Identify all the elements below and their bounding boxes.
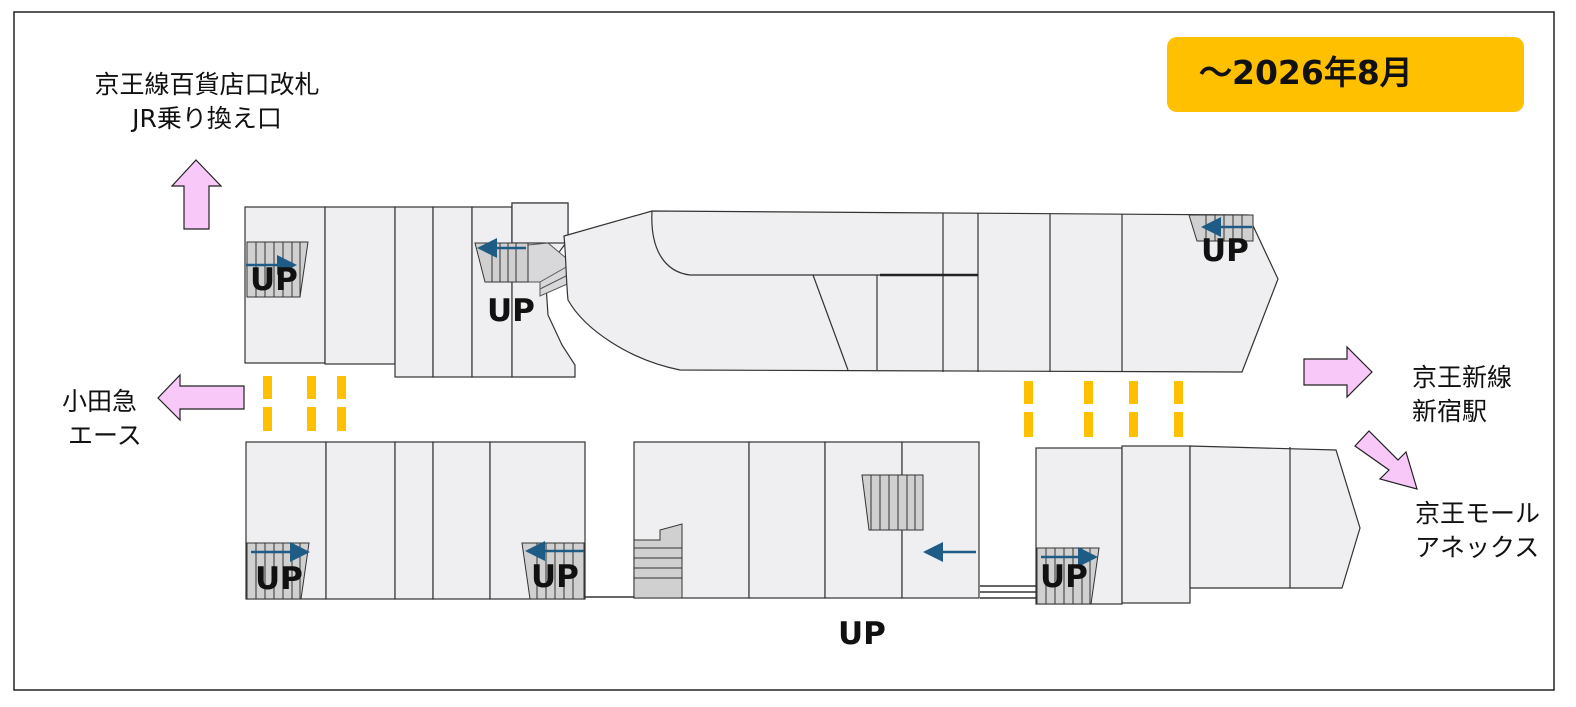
destination-line: 京王線百貨店口改札 xyxy=(94,70,320,99)
stair-up-label: UP xyxy=(1201,233,1249,269)
destination-odakyu-ace: 小田急 エース xyxy=(62,385,142,453)
period-badge-text: ～2026年8月 xyxy=(1199,53,1413,92)
concourse-block-bottom-right xyxy=(1035,445,1361,605)
arrow-down-right-icon xyxy=(1354,430,1418,490)
concourse-lines-top-right xyxy=(651,210,1123,372)
destination-keio-new-line: 京王新線 新宿駅 xyxy=(1412,361,1512,429)
passage-lines xyxy=(539,265,571,290)
ticket-gates-left xyxy=(263,376,346,431)
stair-up-label: UP xyxy=(838,616,886,652)
stair-up-label: UP xyxy=(250,262,298,298)
arrow-up-icon xyxy=(170,159,223,230)
stair-up-label: UP xyxy=(1040,559,1088,595)
stair-up-label: UP xyxy=(531,559,579,595)
destination-line: エース xyxy=(68,421,142,450)
stairs-icon xyxy=(633,523,683,599)
period-badge: ～2026年8月 xyxy=(1167,37,1524,112)
destination-line: アネックス xyxy=(1415,533,1540,562)
map-frame xyxy=(13,11,1555,691)
stair-up-label: UP xyxy=(487,293,535,329)
stair-up-label: UP xyxy=(255,561,303,597)
destination-line: 小田急 xyxy=(62,387,138,416)
connector-lines xyxy=(980,585,1036,599)
destination-line: 新宿駅 xyxy=(1412,397,1488,426)
destination-line: 京王新線 xyxy=(1412,363,1513,392)
destination-keio-mall-annex: 京王モール アネックス xyxy=(1415,497,1540,565)
destination-line: 京王モール xyxy=(1415,499,1541,528)
concourse-block-top-right xyxy=(563,210,1279,373)
arrow-right-icon xyxy=(1303,345,1373,399)
ticket-gates-right xyxy=(1024,381,1183,437)
concourse-block-bottom-center xyxy=(633,441,980,599)
passage-tile xyxy=(527,242,573,297)
destination-line: JR乗り換え口 xyxy=(132,104,282,133)
arrow-left-icon xyxy=(157,373,245,422)
destination-keio-dept-gate: 京王線百貨店口改札 JR乗り換え口 xyxy=(74,68,340,136)
stairs-icon xyxy=(861,474,924,531)
